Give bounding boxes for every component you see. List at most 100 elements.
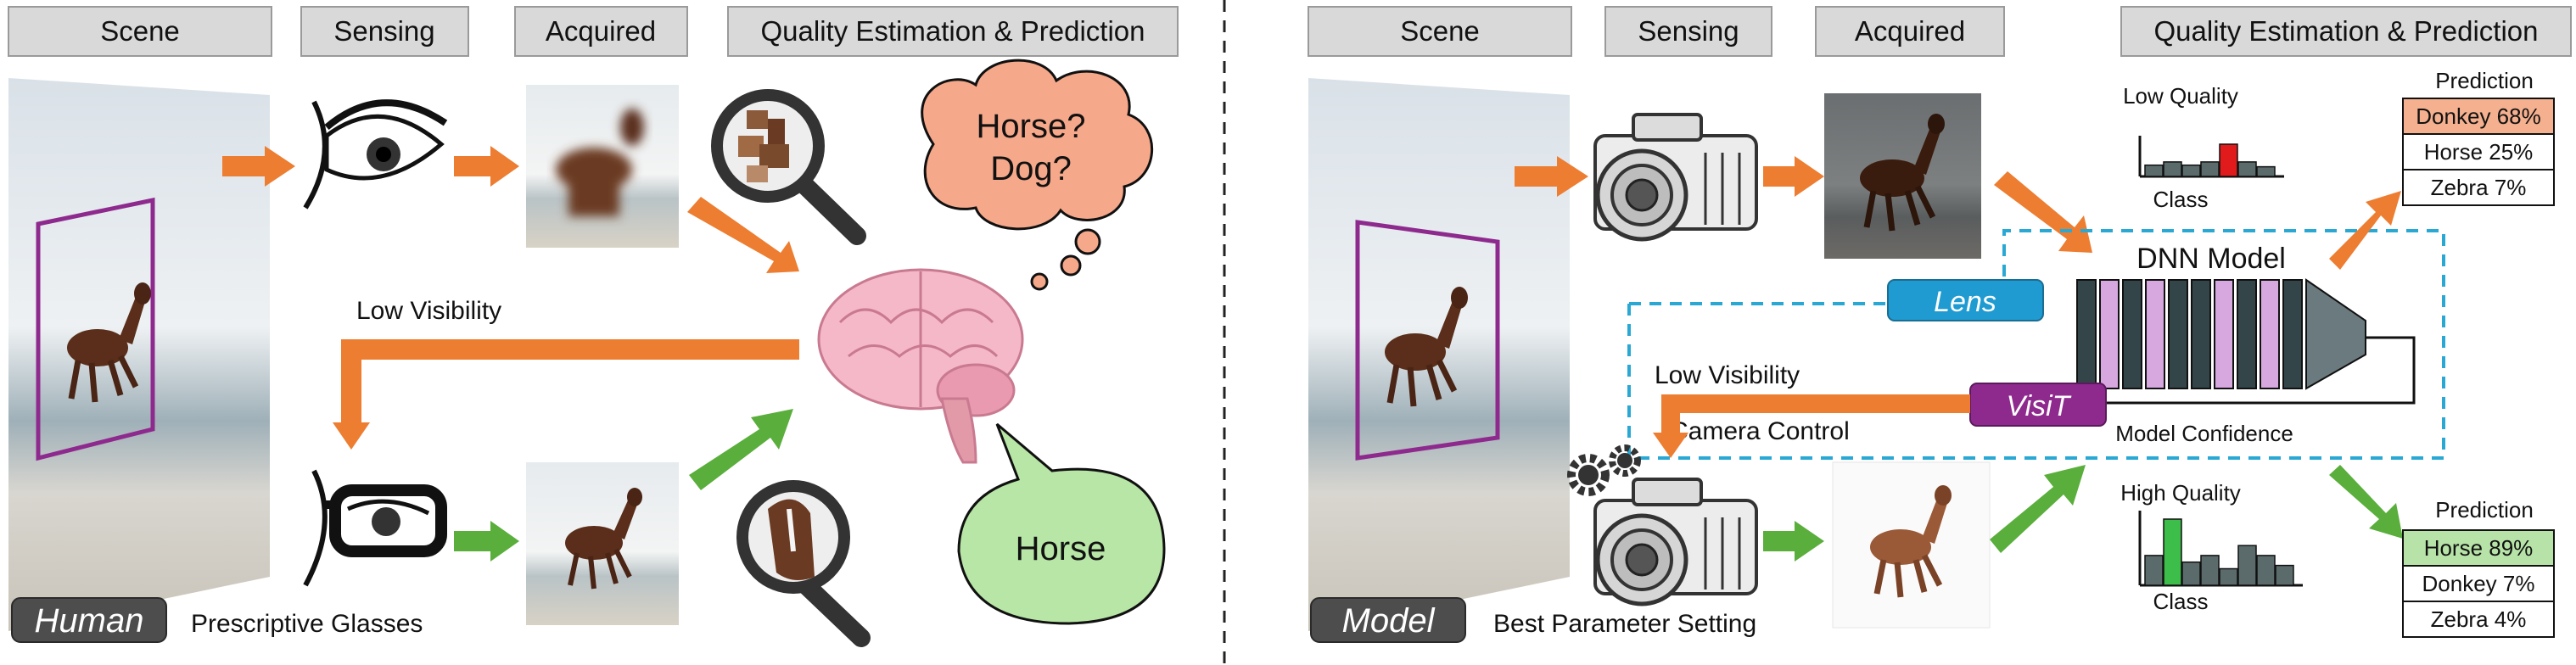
header-acquired-right-label: Acquired (1855, 15, 1965, 47)
prediction-row-text: Horse 89% (2424, 535, 2534, 561)
prediction-table-top: Donkey 68% Horse 25% Zebra 7% (2402, 98, 2555, 206)
arrow-dnn-to-prediction-top (2329, 191, 2401, 270)
acquired-image-dark (1824, 93, 1981, 259)
header-sensing-right-label: Sensing (1638, 15, 1739, 47)
prediction-row-text: Horse 25% (2424, 139, 2534, 165)
high-quality-label: High Quality (2120, 480, 2241, 506)
speech-bubble: Horse (957, 422, 1166, 625)
glasses-eye-icon (303, 469, 447, 587)
arrow-sharp-to-brain (689, 409, 793, 490)
left-panel: Scene Sensing Acquired Quality Estimatio… (8, 6, 1179, 647)
visit-badge: VisiT (1969, 383, 2107, 427)
histogram-bar (2275, 564, 2294, 586)
camera-icon (1593, 113, 1758, 242)
histogram-bar (2144, 164, 2164, 177)
histogram-bar (2163, 161, 2182, 177)
low-quality-label: Low Quality (2123, 83, 2238, 109)
thought-bubble: Horse? Dog? (921, 59, 1154, 291)
lens-badge-label: Lens (1934, 286, 1996, 318)
prediction-row (2402, 565, 2555, 602)
histogram-bar (2200, 555, 2220, 586)
header-sensing-left-label: Sensing (333, 15, 434, 47)
eye-icon (303, 99, 448, 210)
histogram-bar (2181, 561, 2201, 586)
header-acquired-left-label: Acquired (546, 15, 656, 47)
low-quality-histogram (2138, 136, 2284, 178)
dnn-feedback-line (2053, 336, 2416, 405)
human-badge: Human (11, 597, 167, 643)
header-scene-left-label: Scene (100, 15, 180, 47)
dnn-model-label: DNN Model (2136, 243, 2286, 275)
histogram-bar (2181, 164, 2201, 177)
acquired-image-bright (1832, 461, 1991, 629)
thought-line2: Dog? (990, 150, 1072, 187)
human-badge-label: Human (35, 602, 144, 640)
histogram-bar (2163, 518, 2182, 586)
histogram-bar (2256, 165, 2276, 177)
histogram-bar (2237, 545, 2257, 586)
low-visibility-left: Low Visibility (356, 297, 501, 325)
acquired-image-sharp (526, 462, 679, 625)
prediction-row (2402, 601, 2555, 638)
header-sensing-left: Sensing (300, 6, 469, 57)
model-badge-label: Model (1342, 602, 1436, 640)
horse-icon (1385, 287, 1468, 407)
class-label-bottom: Class (2153, 589, 2208, 614)
high-quality-histogram (2138, 511, 2303, 587)
model-badge: Model (1310, 597, 1466, 643)
visit-badge-label: VisiT (2007, 390, 2072, 422)
dnn-model-icon (2076, 278, 2366, 390)
brain-icon (817, 268, 1024, 464)
arrow-scene-to-eye (222, 146, 295, 187)
histogram-bar (2200, 161, 2220, 177)
arrow-glasses-to-acquired (454, 521, 519, 562)
histogram-bar (2237, 161, 2257, 177)
header-acquired-left: Acquired (514, 6, 688, 57)
right-panel: Scene Sensing Acquired Quality Estimatio… (1308, 6, 2572, 643)
header-sensing-right: Sensing (1604, 6, 1772, 57)
camera-control-label: Camera Control (1670, 417, 1850, 445)
prediction-row (2402, 529, 2555, 567)
header-acquired-right: Acquired (1815, 6, 2005, 57)
horse-icon (67, 282, 151, 403)
histogram-bar (2219, 567, 2238, 586)
histogram-bar (2256, 555, 2276, 586)
histogram-bar (2144, 555, 2164, 586)
arrow-acquired-to-brain (687, 197, 799, 273)
arrow-eye-to-acquired (454, 146, 519, 187)
magnifier-pixelated-icon (711, 89, 866, 245)
arrow-visit-to-camera (1653, 394, 1970, 458)
header-quality-right: Quality Estimation & Prediction (2120, 6, 2572, 57)
header-scene-right-label: Scene (1400, 15, 1480, 47)
prediction-table-bottom: Horse 89% Donkey 7% Zebra 4% (2402, 529, 2555, 638)
prediction-row (2402, 169, 2555, 206)
gear-icon (1567, 444, 1641, 496)
header-quality-left: Quality Estimation & Prediction (727, 6, 1179, 57)
caption-prescriptive-glasses: Prescriptive Glasses (191, 610, 423, 638)
header-scene-right: Scene (1308, 6, 1572, 57)
arrow-camera-to-acquired-bright (1763, 521, 1824, 562)
prediction-row-text: Donkey 68% (2416, 103, 2540, 129)
arrow-acquired-to-dnn (1994, 171, 2092, 253)
prediction-row-text: Zebra 7% (2431, 175, 2527, 200)
caption-best-parameter: Best Parameter Setting (1493, 610, 1756, 638)
header-scene-left: Scene (8, 6, 272, 57)
scene-image-right (1308, 78, 1570, 631)
prediction-title-bottom: Prediction (2435, 497, 2534, 522)
scene-image-left (8, 78, 270, 631)
arrow-brain-to-glasses (333, 339, 799, 450)
class-label-top: Class (2153, 187, 2208, 212)
arrow-scene-to-camera (1515, 156, 1588, 197)
prediction-title-top: Prediction (2435, 68, 2534, 93)
acquired-image-blurry (526, 85, 679, 248)
prediction-row-text: Donkey 7% (2422, 571, 2535, 596)
speech-text: Horse (1016, 530, 1106, 567)
header-quality-left-label: Quality Estimation & Prediction (760, 15, 1145, 47)
header-quality-right-label: Quality Estimation & Prediction (2153, 15, 2538, 47)
low-visibility-right: Low Visibility (1655, 361, 1800, 389)
model-confidence-label: Model Confidence (2115, 421, 2293, 446)
prediction-row-text: Zebra 4% (2431, 606, 2527, 632)
arrow-camera-to-acquired (1763, 156, 1824, 197)
camera-icon-bottom (1593, 478, 1758, 606)
arrow-dnn-to-prediction-bottom (2329, 465, 2403, 539)
